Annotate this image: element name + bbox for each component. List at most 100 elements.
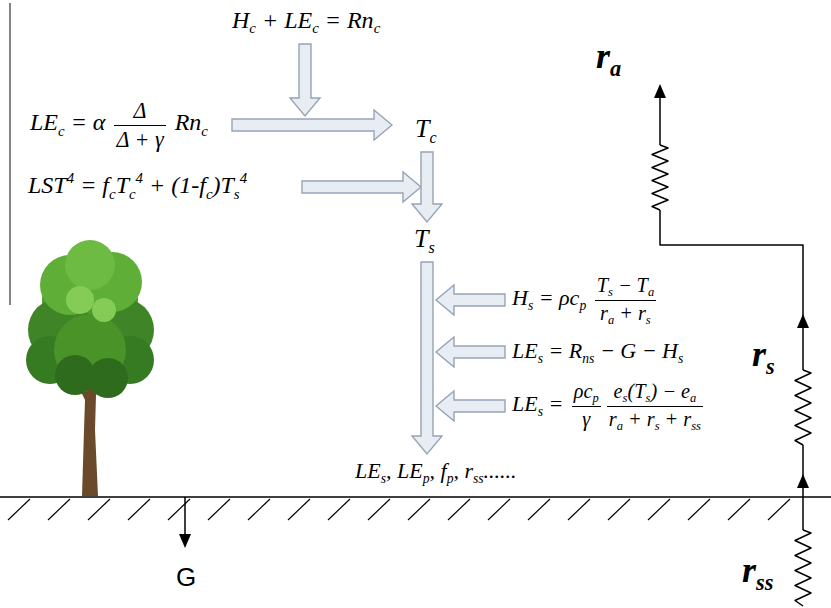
fraction-denominator: Δ + γ bbox=[114, 126, 165, 152]
ground-hatch bbox=[608, 499, 630, 520]
math-run: a bbox=[648, 285, 654, 299]
flow-arrow bbox=[412, 152, 442, 222]
equation: Hs = ρcp Ts − Ta ra + rs bbox=[512, 274, 659, 327]
math-run: p bbox=[593, 392, 599, 406]
math-run: s bbox=[428, 239, 434, 256]
math-run: = ρc bbox=[533, 285, 579, 310]
math-run: ρc bbox=[574, 380, 593, 402]
fraction: Δ Δ + γ bbox=[114, 98, 165, 152]
ground-hatch bbox=[208, 499, 230, 520]
ground-hatch bbox=[568, 499, 590, 520]
ground-hatch bbox=[528, 499, 550, 520]
circuit-wire bbox=[659, 92, 661, 145]
equation: LST4 = fcTc4 + (1-fc)Ts4 bbox=[28, 171, 247, 201]
ground-hatch bbox=[648, 499, 670, 520]
flow-arrow bbox=[436, 285, 505, 315]
flow-arrow bbox=[436, 391, 505, 421]
math-run: c bbox=[129, 185, 136, 201]
math-run: c bbox=[206, 185, 213, 201]
math-run: LE bbox=[30, 110, 58, 136]
math-run: − T bbox=[613, 274, 648, 296]
math-run: c bbox=[312, 21, 319, 37]
fraction-numerator: Ts − Ta bbox=[595, 274, 656, 301]
resistor-symbol bbox=[795, 530, 811, 606]
math-run: ss bbox=[473, 471, 484, 486]
math-run: ...... bbox=[484, 458, 517, 483]
ground-hatch bbox=[128, 499, 150, 520]
math-run: a bbox=[617, 419, 623, 433]
math-run: s bbox=[234, 185, 240, 201]
math-run: − G − H bbox=[594, 338, 677, 363]
math-run: = f bbox=[74, 172, 109, 198]
resistor-symbol bbox=[652, 145, 668, 210]
variable-label: Ts bbox=[414, 224, 435, 256]
math-run: )T bbox=[213, 172, 234, 198]
math-run: 4 bbox=[136, 170, 143, 186]
tree-crown bbox=[66, 286, 94, 314]
fraction: ρcp γ bbox=[572, 380, 601, 431]
ground-hatch bbox=[168, 499, 190, 520]
equation: LEc = α Δ Δ + γ Rnc bbox=[30, 98, 208, 152]
math-run: G bbox=[176, 562, 196, 592]
fraction: es(Ts) − ea ra + rs + rss bbox=[607, 380, 703, 433]
math-run: T bbox=[414, 224, 428, 253]
math-run: T bbox=[597, 274, 608, 296]
ground-hatch bbox=[368, 499, 390, 520]
ground-hatch bbox=[408, 499, 430, 520]
math-run: c bbox=[429, 129, 436, 146]
tree-crown bbox=[88, 358, 128, 398]
math-run: , LE bbox=[386, 458, 423, 483]
math-run bbox=[586, 285, 592, 310]
arrow-head bbox=[179, 534, 191, 548]
math-run: a bbox=[608, 313, 614, 327]
math-run: + r bbox=[623, 408, 655, 430]
ground-hatch bbox=[8, 499, 30, 520]
fraction-numerator: Δ bbox=[114, 98, 165, 125]
tree-crown bbox=[65, 240, 115, 290]
flow-arrow bbox=[290, 44, 320, 116]
math-run: c bbox=[374, 21, 381, 37]
math-run: c bbox=[201, 123, 208, 139]
math-run: c bbox=[58, 123, 65, 139]
resistor-symbol bbox=[795, 370, 811, 445]
math-run: s bbox=[623, 391, 628, 405]
math-run: = Rn bbox=[319, 7, 374, 33]
fraction: Ts − Ta ra + rs bbox=[595, 274, 656, 327]
tree-crown bbox=[92, 298, 116, 322]
flux-label: G bbox=[176, 563, 196, 593]
divider-line bbox=[9, 3, 10, 305]
math-run: s bbox=[381, 471, 386, 486]
math-run: p bbox=[447, 471, 454, 486]
flow-arrow bbox=[436, 337, 505, 367]
math-run: s bbox=[645, 391, 650, 405]
math-run: Δ bbox=[134, 98, 147, 123]
ground-hatch bbox=[728, 499, 750, 520]
math-run: r bbox=[609, 408, 617, 430]
math-run: s bbox=[678, 351, 683, 366]
arrow-head bbox=[797, 314, 809, 328]
fraction-denominator: γ bbox=[572, 407, 601, 431]
math-run: s bbox=[538, 351, 543, 366]
math-run: Δ + γ bbox=[116, 127, 163, 152]
fraction-numerator: es(Ts) − ea bbox=[607, 380, 703, 407]
math-run: a bbox=[610, 56, 621, 81]
fraction-numerator: ρcp bbox=[572, 380, 601, 407]
math-run: T bbox=[415, 114, 429, 143]
arrow-head bbox=[654, 84, 666, 98]
ground-hatch bbox=[448, 499, 470, 520]
math-run: a bbox=[690, 391, 696, 405]
ground-hatch bbox=[48, 499, 70, 520]
ground-hatch bbox=[88, 499, 110, 520]
ground-line bbox=[0, 496, 831, 498]
math-run: γ bbox=[582, 408, 590, 430]
math-run: LE bbox=[512, 338, 538, 363]
math-run: s bbox=[608, 285, 613, 299]
math-run: 4 bbox=[67, 170, 74, 186]
equation: LEs = Rns − G − Hs bbox=[512, 338, 683, 365]
ground-hatch bbox=[768, 499, 790, 520]
math-run: ss bbox=[691, 419, 701, 433]
ground-hatch bbox=[488, 499, 510, 520]
math-run: LST bbox=[28, 172, 67, 198]
